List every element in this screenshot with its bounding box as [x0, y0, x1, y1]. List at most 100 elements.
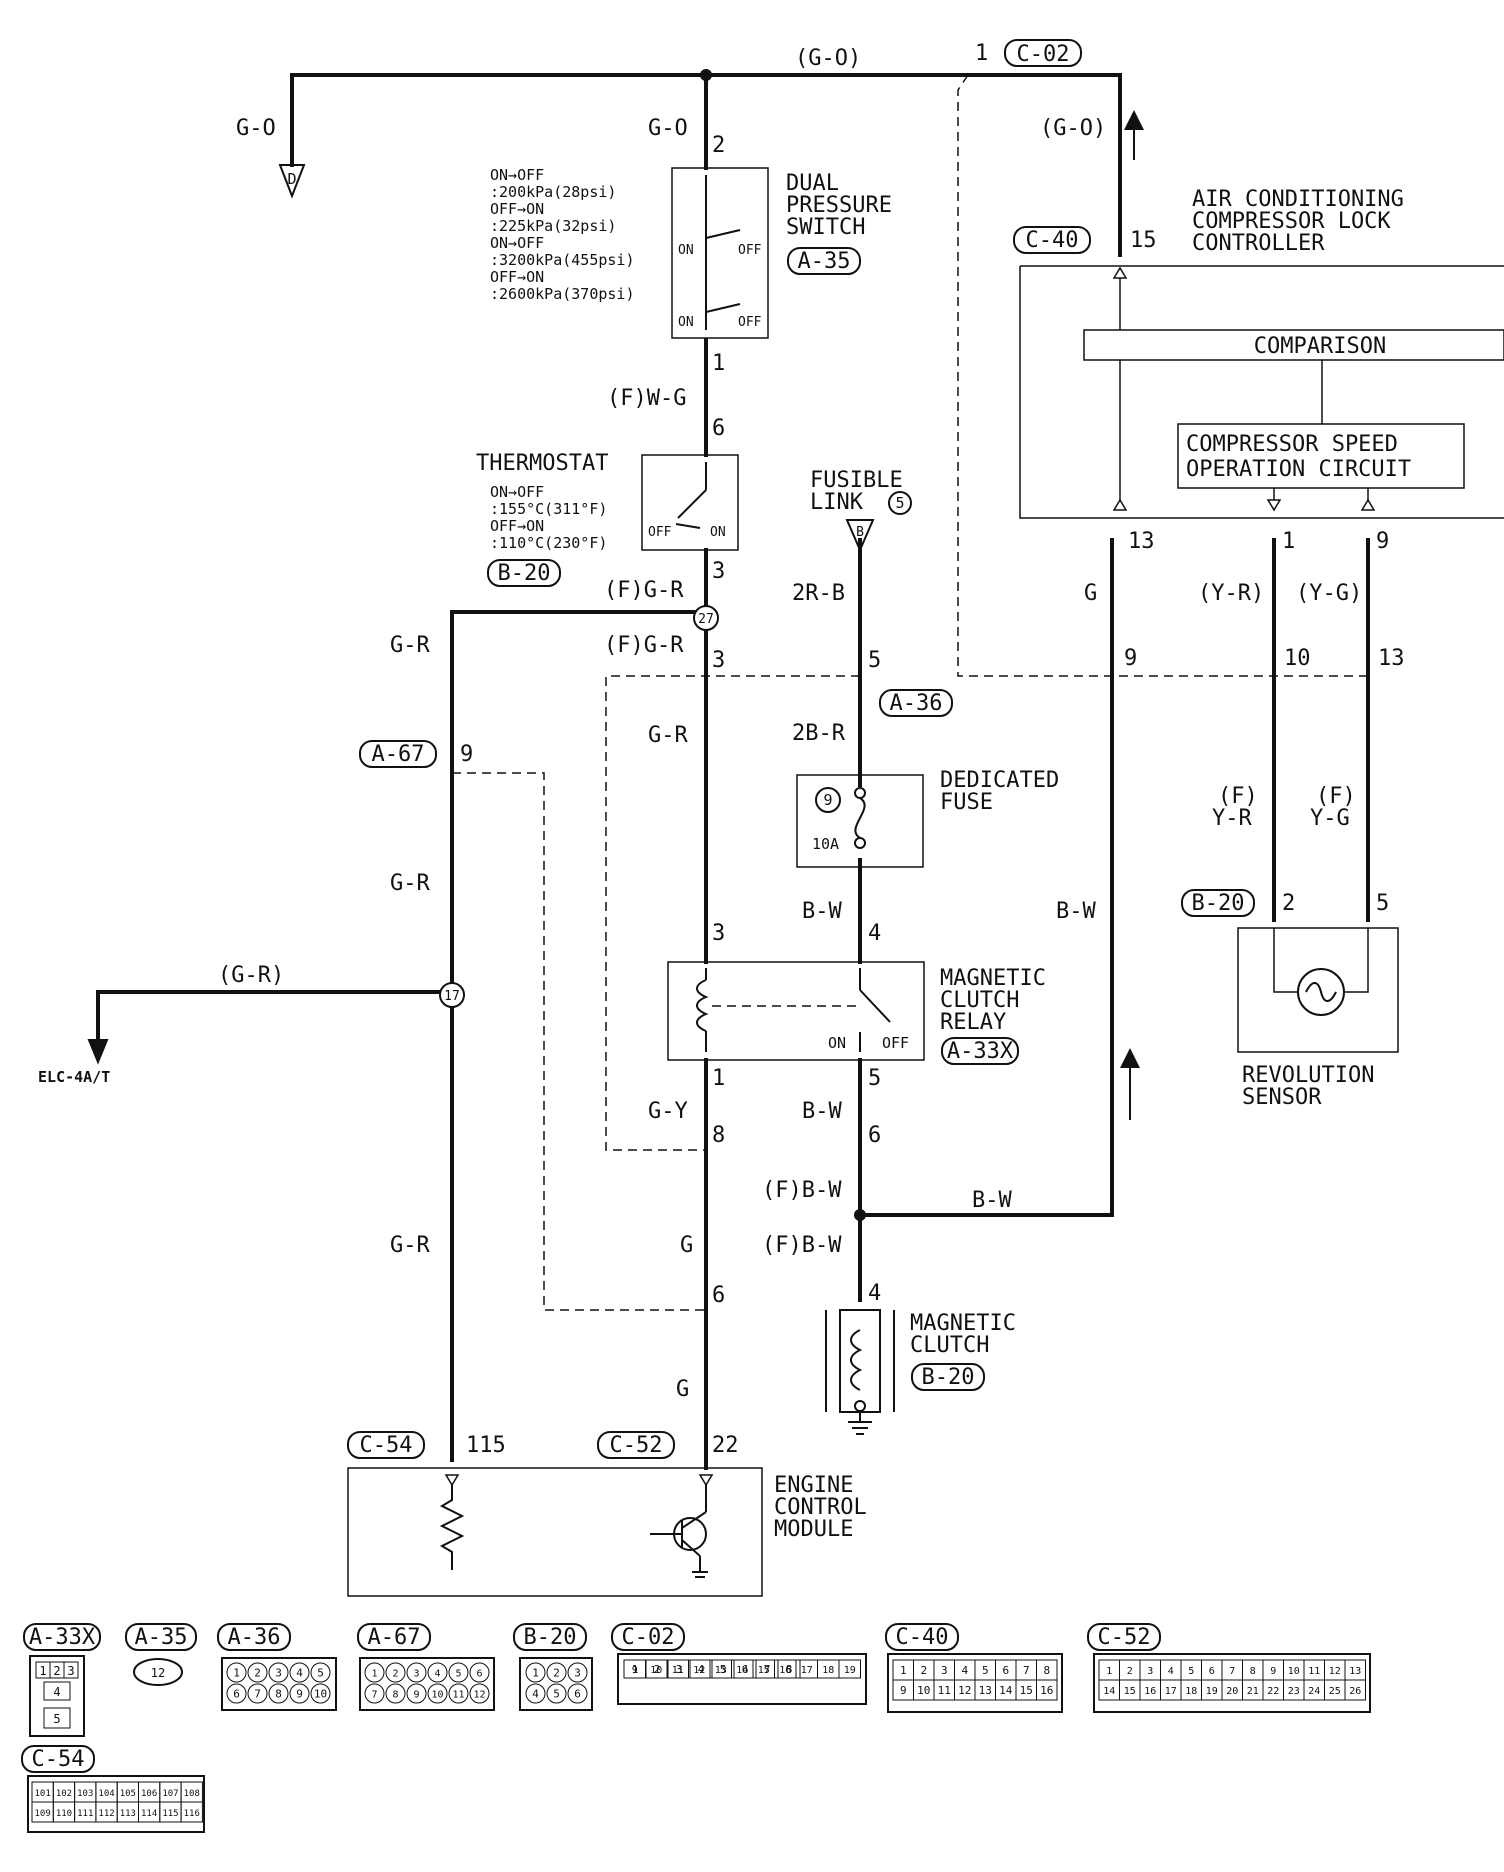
a67-pin-label: 10 — [431, 1690, 443, 1701]
ctrl-comparison: COMPARISON — [1254, 334, 1386, 359]
arrow-elc — [87, 1039, 109, 1065]
c52-pin-label: 12 — [1329, 1666, 1341, 1677]
ctrl-pin-j10: 10 — [1284, 646, 1311, 671]
c52-pin-label: 17 — [1165, 1686, 1177, 1697]
c54-pin-cell — [180, 1801, 203, 1823]
therm-title: THERMOSTAT — [476, 451, 608, 476]
ecm-transistor-collector — [681, 1511, 707, 1529]
c40-pin-label: 3 — [941, 1664, 948, 1677]
a67-pin-cell — [427, 1662, 448, 1683]
a36-pin-cell — [268, 1683, 289, 1704]
clutch-wire-right: B-W — [972, 1188, 1012, 1213]
b20-pin-label: 6 — [574, 1688, 581, 1701]
c02-pin-label: 18 — [822, 1665, 834, 1676]
sensor-conn-badge — [1181, 889, 1255, 917]
c52-pin-label: 5 — [1188, 1666, 1194, 1677]
therm-spec-3: :110°C(230°F) — [490, 534, 607, 552]
clutch-ground-term — [854, 1400, 866, 1412]
c02-legend-badge — [611, 1623, 685, 1651]
dual-spec-0: ON→OFF — [490, 166, 544, 184]
therm-lever — [677, 489, 707, 519]
ecm-pin2: 22 — [712, 1433, 739, 1458]
relay-pin-6: 6 — [868, 1123, 881, 1148]
a67-badge — [357, 1623, 431, 1651]
b20-label: B-20 — [524, 1625, 577, 1650]
c54-pin-label: 110 — [56, 1809, 72, 1819]
a67-pin-cell — [448, 1683, 469, 1704]
left-conn: A-67 — [372, 742, 425, 767]
ecm-title-2: CONTROL — [774, 1495, 867, 1520]
junction-bw — [854, 1209, 866, 1221]
relay-title-2: CLUTCH — [940, 988, 1019, 1013]
therm-wire-in: (F)W-G — [607, 386, 686, 411]
fuse-pin: 4 — [868, 921, 881, 946]
b20-pin-label: 1 — [532, 1667, 539, 1680]
therm-contact — [675, 523, 701, 529]
label-wire-go-down: G-O — [648, 116, 688, 141]
a67-pin-label: 11 — [452, 1690, 464, 1701]
b20-pin-label: 3 — [574, 1667, 581, 1680]
c52-pin-cell — [1344, 1679, 1366, 1701]
c40-pin-label: 7 — [1023, 1664, 1030, 1677]
junction-top — [700, 69, 712, 81]
c54-pin-label: 103 — [77, 1789, 93, 1799]
fuse-title-1: DEDICATED — [940, 768, 1059, 793]
c40-pin-label: 14 — [999, 1684, 1013, 1697]
clutch-body — [839, 1309, 881, 1413]
c54-pin-label: 116 — [184, 1809, 200, 1819]
dual-on-2: ON — [678, 315, 694, 330]
ctrl-pin-13: 13 — [1128, 529, 1155, 554]
ecm-title-1: ENGINE — [774, 1473, 853, 1498]
clutch-title-2: CLUTCH — [910, 1333, 989, 1358]
a67-pin-cell — [406, 1683, 427, 1704]
a33x-badge — [23, 1623, 101, 1651]
therm-box — [641, 454, 739, 551]
c52-pin-label: 20 — [1226, 1686, 1238, 1697]
c54-pin-label: 105 — [120, 1789, 136, 1799]
a33x-pin-2: 2 — [53, 1664, 60, 1678]
c52-pin-label: 6 — [1209, 1666, 1215, 1677]
a67-pin-label: 8 — [392, 1690, 398, 1701]
c40-legend-label: C-40 — [896, 1625, 949, 1650]
relay-wire-gy: G-Y — [648, 1099, 688, 1124]
a67-pin-cell — [448, 1662, 469, 1683]
a67-pin-cell — [469, 1683, 490, 1704]
c40-pin-label: 5 — [982, 1664, 989, 1677]
c02-pin-label: 4 — [698, 1663, 705, 1676]
b20-pin-label: 2 — [553, 1667, 560, 1680]
a36-pin-label: 6 — [233, 1688, 240, 1701]
dual-title-2: PRESSURE — [786, 193, 892, 218]
c40-conn-badge — [1013, 226, 1091, 254]
a33x-cell-3 — [63, 1661, 79, 1679]
c52-pin-label: 15 — [1124, 1686, 1136, 1697]
a67-pin-cell — [364, 1683, 385, 1704]
c02-pin-label: 13 — [715, 1665, 727, 1676]
a35-label: A-35 — [135, 1625, 188, 1650]
c52-body — [1093, 1653, 1371, 1713]
fuse-num: 9 — [823, 791, 832, 809]
c02-pin-label: 10 — [650, 1665, 662, 1676]
sensor-box — [1237, 927, 1399, 1053]
b20-pin-cell — [546, 1662, 567, 1683]
c54-pin-label: 111 — [77, 1809, 93, 1819]
c02-pin-label: 15 — [758, 1665, 770, 1676]
c52-pin-label: 9 — [1270, 1666, 1276, 1677]
dual-spec-5: :3200kPa(455psi) — [490, 251, 635, 269]
a67-pin-cell — [469, 1662, 490, 1683]
a36-pin-cell — [226, 1683, 247, 1704]
sensor-lead-left — [1273, 928, 1298, 993]
relay-coil — [696, 979, 709, 1032]
a67-pin-cell — [427, 1683, 448, 1704]
fusible-wire: 2R-B — [792, 581, 845, 606]
clutch-wire-1: (F)B-W — [762, 1178, 842, 1203]
j17-circle — [439, 982, 465, 1008]
c52-legend-label: C-52 — [1098, 1625, 1151, 1650]
a33x-cell-4 — [43, 1681, 71, 1701]
c54-pin-label: 102 — [56, 1789, 72, 1799]
c52-pin-label: 4 — [1168, 1666, 1174, 1677]
a67-pin-label: 1 — [371, 1669, 377, 1680]
